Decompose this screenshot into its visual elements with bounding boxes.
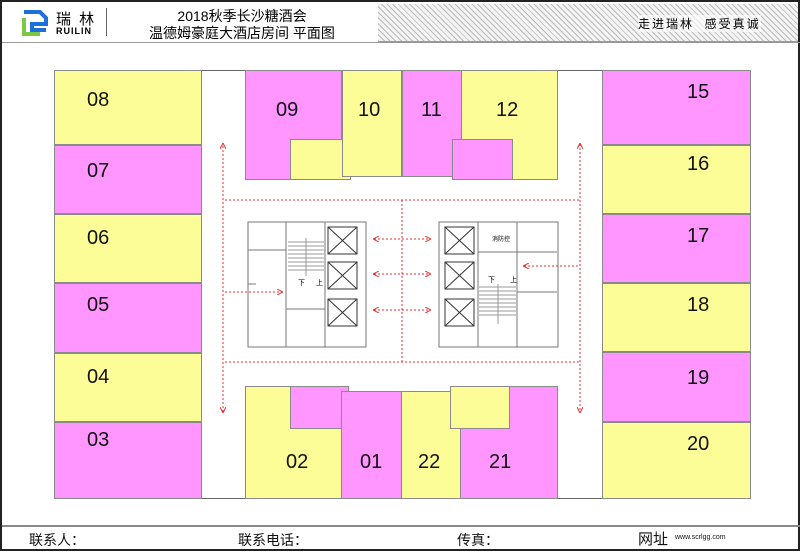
right-stairs — [479, 284, 516, 324]
website-link[interactable]: www.scrlgg.com — [675, 534, 726, 541]
room-19[interactable]: 19 — [602, 352, 751, 422]
room-06[interactable]: 06 — [54, 214, 202, 283]
elevators — [327, 226, 475, 327]
left-stair-up-label: 上 — [316, 280, 323, 287]
title-line-1: 2018秋季长沙糖酒会 — [177, 8, 307, 24]
room-07[interactable]: 07 — [54, 145, 202, 214]
brand-name: 瑞 林 — [56, 11, 97, 28]
left-stair-block — [247, 221, 367, 348]
room-01[interactable]: 01 — [341, 391, 402, 499]
footer-rule — [2, 525, 800, 527]
website-label: 网址 — [638, 531, 669, 548]
right-stair-down-label: 下 — [488, 277, 495, 284]
right-stair-up-label: 上 — [510, 277, 517, 284]
logo — [20, 8, 50, 38]
room-03[interactable]: 03 — [54, 422, 202, 499]
room-12-annex — [452, 139, 513, 180]
logo-icon — [22, 10, 48, 36]
fax-label: 传真： — [457, 532, 499, 548]
room-09-annex — [290, 139, 351, 180]
room-18[interactable]: 18 — [602, 283, 751, 352]
room-15[interactable]: 15 — [602, 70, 751, 145]
room-20[interactable]: 20 — [602, 422, 751, 499]
room-17[interactable]: 17 — [602, 214, 751, 283]
left-stairs — [288, 238, 324, 276]
left-stair-down-label: 下 — [298, 280, 305, 287]
room-02-annex — [290, 386, 349, 429]
phone-label: 联系电话： — [238, 532, 308, 548]
header-divider — [106, 8, 107, 36]
room-08[interactable]: 08 — [54, 70, 202, 145]
room-05[interactable]: 05 — [54, 283, 202, 353]
room-10[interactable]: 10 — [342, 70, 402, 177]
room-21-annex — [450, 386, 510, 429]
title-line-2: 温德姆豪庭大酒店房间 平面图 — [149, 25, 335, 41]
header-rule — [2, 42, 800, 43]
fire-control-room-label: 消防控 — [492, 237, 511, 243]
right-stair-block — [438, 221, 559, 348]
brand-en: RUILIN — [56, 26, 92, 36]
route-arrows — [223, 144, 580, 412]
slogan: 走进瑞林 感受真诚 — [638, 15, 761, 32]
room-16[interactable]: 16 — [602, 145, 751, 214]
contact-label: 联系人： — [29, 532, 85, 548]
room-04[interactable]: 04 — [54, 353, 202, 422]
